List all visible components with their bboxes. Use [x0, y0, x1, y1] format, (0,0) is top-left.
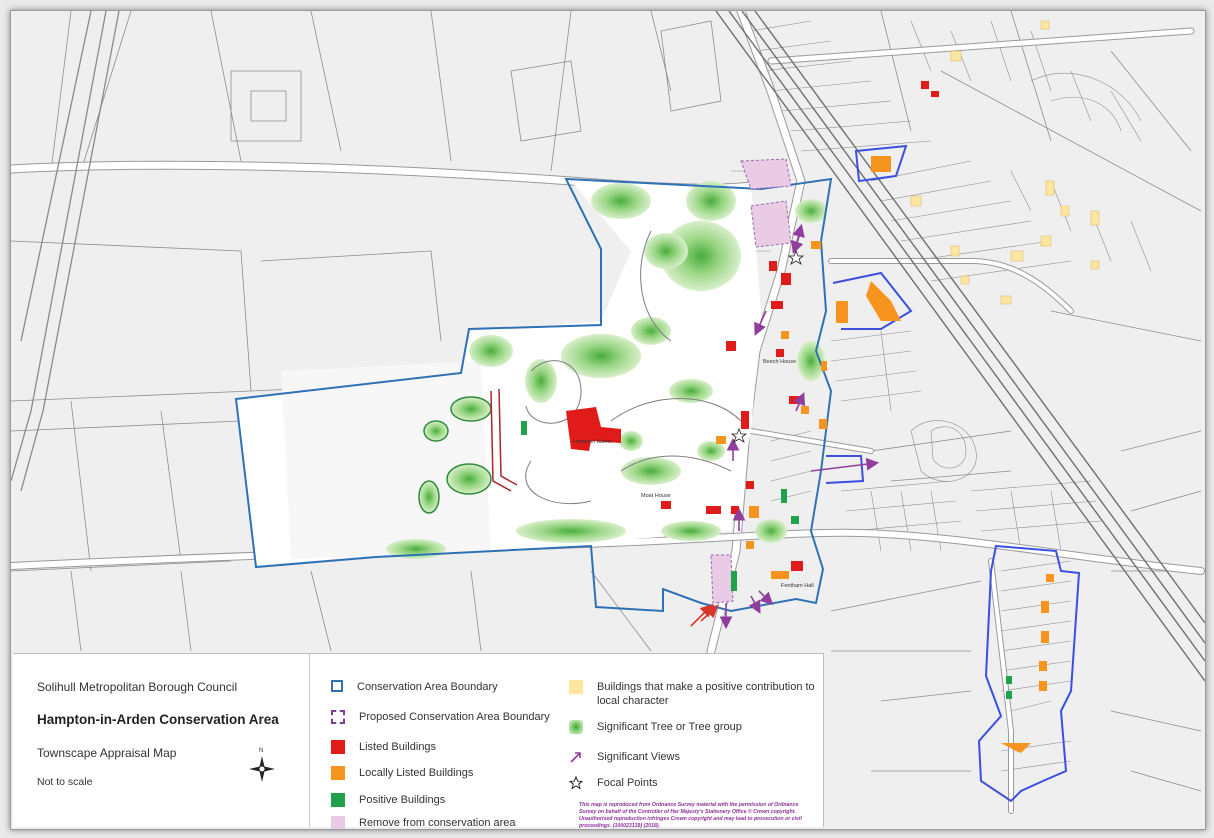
star-icon: [569, 776, 583, 790]
proposed-boundary-swatch: [331, 710, 345, 724]
focal-points: [730, 249, 805, 443]
legend-significant-trees: Significant Tree or Tree group: [569, 720, 742, 734]
label-moat-house: Moat House: [641, 493, 671, 499]
manor-drive-walls: [490, 388, 518, 492]
legend-positive-contribution: Buildings that make a positive contribut…: [569, 680, 819, 708]
significant-views: [719, 223, 880, 630]
field-boundaries: [11, 11, 1202, 792]
legend-listed-buildings: Listed Buildings: [331, 740, 436, 754]
legend-label: Focal Points: [597, 777, 658, 789]
legend-title-block: Solihull Metropolitan Borough Council Ha…: [13, 654, 310, 827]
positive-buildings: [521, 421, 1012, 699]
legend-label: Listed Buildings: [359, 741, 437, 753]
eastern-boundary-extension: [825, 144, 1081, 803]
legend-focal-points: Focal Points: [569, 776, 658, 790]
tree-groups: [386, 181, 827, 559]
legend-label: Conservation Area Boundary: [357, 681, 498, 693]
red-view-arrows: [690, 603, 719, 627]
legend-positive-buildings: Positive Buildings: [331, 793, 445, 807]
listed-swatch: [331, 740, 345, 754]
tree-swatch: [569, 720, 583, 734]
railway: [715, 11, 1205, 682]
map-frame: Hampton Manor Beech House Moat House Fen…: [10, 10, 1206, 830]
remove-from-conservation-area: [710, 158, 792, 604]
legend-label: Proposed Conservation Area Boundary: [359, 711, 550, 723]
north-arrow-icon: N: [247, 748, 277, 786]
open-field: [281, 361, 491, 559]
positive-swatch: [331, 793, 345, 807]
remove-swatch: [331, 816, 345, 829]
legend-label: Remove from conservation area: [359, 817, 516, 829]
locally-listed-swatch: [331, 766, 345, 780]
legend-label: Significant Views: [597, 751, 680, 763]
legend-label: Positive Buildings: [359, 794, 446, 806]
legend-significant-views: Significant Views: [569, 750, 680, 764]
park-paths: [525, 230, 742, 505]
legend-remove-from-conservation-area: Remove from conservation area: [331, 816, 516, 829]
label-beech-house: Beech House: [763, 359, 796, 365]
locally-listed-buildings: [716, 156, 1054, 753]
map-legend: Solihull Metropolitan Borough Council Ha…: [13, 653, 824, 829]
positive-contribution-swatch: [569, 680, 583, 694]
legend-label: Locally Listed Buildings: [359, 767, 474, 779]
view-arrow-icon: [570, 752, 581, 763]
conservation-area-title: Hampton-in-Arden Conservation Area: [37, 712, 279, 727]
council-name: Solihull Metropolitan Borough Council: [37, 680, 238, 694]
legend-proposed-boundary: Proposed Conservation Area Boundary: [331, 710, 550, 724]
legend-label: Significant Tree or Tree group: [597, 721, 742, 733]
legend-locally-listed-buildings: Locally Listed Buildings: [331, 766, 473, 780]
conservation-boundary-swatch: [331, 680, 343, 692]
positive-contribution-buildings: [910, 20, 1100, 305]
motorway: [11, 11, 120, 492]
label-fentham-hall: Fentham Hall: [781, 583, 814, 589]
map-subtitle: Townscape Appraisal Map: [37, 746, 177, 760]
conservation-area-boundary: [234, 177, 833, 613]
label-hampton-manor: Hampton Manor: [573, 439, 613, 445]
scale-note: Not to scale: [37, 776, 93, 788]
ordnance-survey-copyright: This map is reproduced from Ordnance Sur…: [579, 802, 802, 829]
north-label: N: [259, 748, 264, 754]
legend-conservation-area-boundary: Conservation Area Boundary: [331, 680, 498, 694]
legend-label: Buildings that make a positive contribut…: [597, 681, 815, 707]
